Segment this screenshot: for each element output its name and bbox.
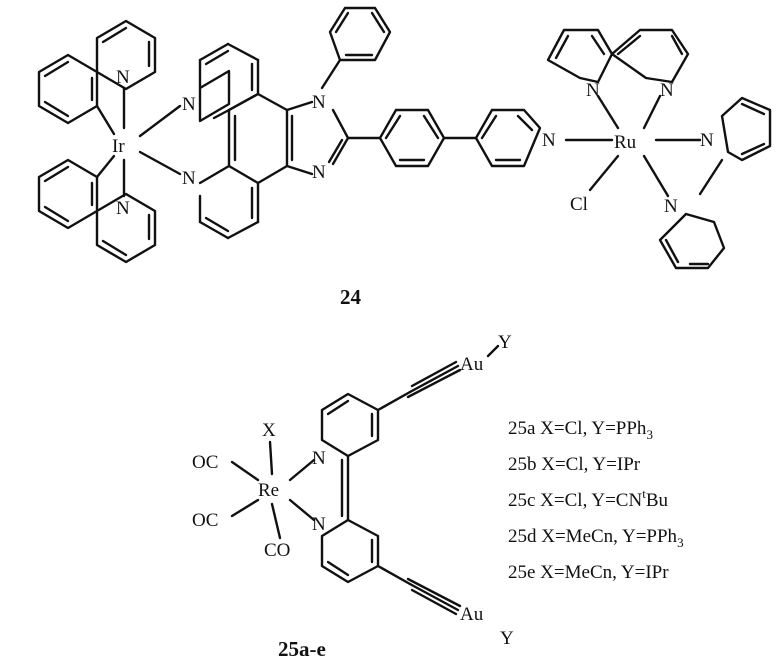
atom-n-ir-py-upper: N (116, 67, 130, 88)
atom-oc-upper: OC (192, 452, 218, 473)
entry-25e: 25e X=MeCn, Y=IPr (508, 562, 669, 583)
substituent-list: 25a X=Cl, Y=PPh3 25b X=Cl, Y=IPr 25c X=Cl,… (508, 418, 684, 583)
atom-co: CO (264, 540, 290, 561)
atom-n-imidazole-upper: N (312, 92, 326, 113)
atom-n-imidazole-lower: N (312, 162, 326, 183)
atom-x: X (262, 420, 276, 441)
atom-cl: Cl (570, 194, 588, 215)
atom-y-lower: Y (500, 628, 514, 649)
atom-n-bpy-2: N (660, 80, 674, 101)
atom-au-lower: Au (460, 604, 484, 625)
atom-re: Re (258, 480, 279, 501)
atom-n-bpy-3: N (700, 130, 714, 151)
atom-n-phen-upper: N (182, 94, 196, 115)
atom-ir: Ir (112, 136, 125, 157)
entry-25d: 25d X=MeCn, Y=PPh3 (508, 526, 684, 550)
compound-25-bonds (230, 344, 500, 616)
atom-y-upper: Y (498, 332, 512, 353)
atom-n-phen-lower: N (182, 168, 196, 189)
compound-25-label: 25a-e (278, 637, 326, 660)
entry-25b: 25b X=Cl, Y=IPr (508, 454, 641, 475)
entry-25c: 25c X=Cl, Y=CNtBu (508, 486, 669, 511)
entry-25a: 25a X=Cl, Y=PPh3 (508, 418, 653, 442)
compound-25-atoms: Re X OC OC CO N N Au Y Au Y 25a-e (192, 332, 514, 660)
atom-ru: Ru (614, 132, 637, 153)
atom-n-bridge-pyridine: N (542, 130, 556, 151)
atom-n-ir-py-lower: N (116, 198, 130, 219)
atom-au-upper: Au (460, 354, 484, 375)
atom-n-bpy-1: N (586, 80, 600, 101)
atom-n-re-upper: N (312, 448, 326, 469)
atom-n-re-lower: N (312, 514, 326, 535)
atom-n-bpy-4: N (664, 196, 678, 217)
compound-24-bonds (37, 6, 772, 270)
compound-24-label: 24 (340, 285, 362, 309)
compound-24-atoms: Ir N N N N N N N Ru N N N N Cl 24 (112, 67, 714, 309)
atom-oc-lower: OC (192, 510, 218, 531)
